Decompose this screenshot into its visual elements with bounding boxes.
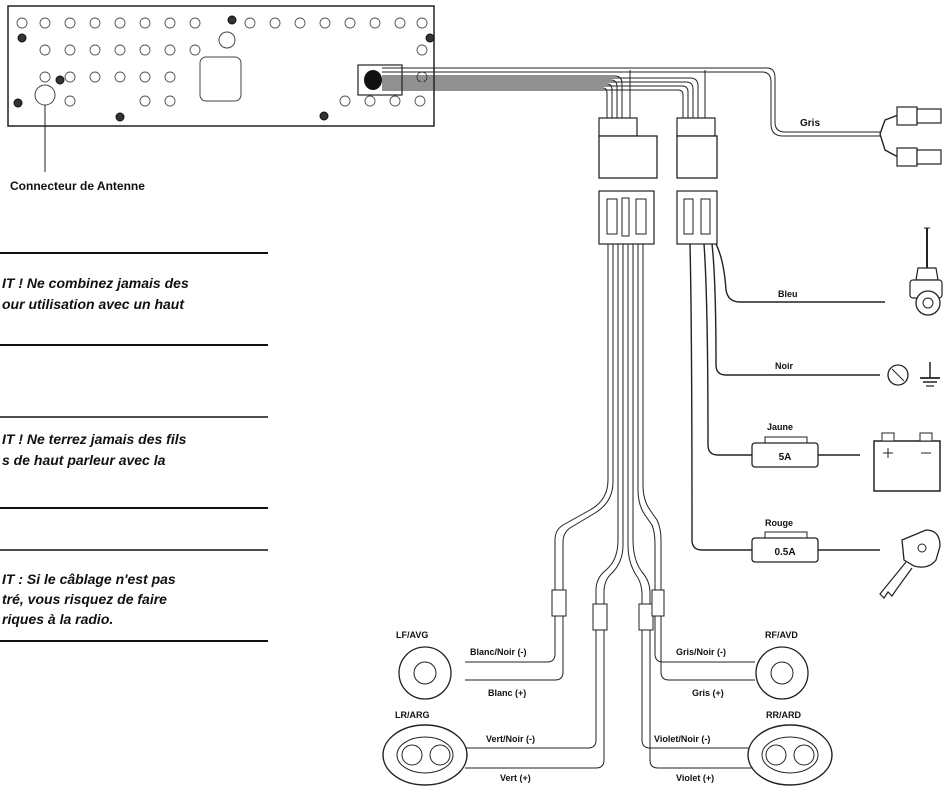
warning-1-line-1: IT ! Ne combinez jamais des [2, 275, 189, 291]
rf-positive-label: Gris (+) [692, 688, 724, 698]
panel-holes [13, 15, 435, 122]
panel-hole [369, 17, 381, 29]
speaker-lf [398, 646, 452, 700]
panel-hole [164, 17, 176, 29]
panel-hole [416, 44, 428, 56]
fuse-0-5a [751, 531, 819, 563]
panel-hole [89, 44, 101, 56]
panel-screw [115, 112, 125, 122]
panel-hole [294, 17, 306, 29]
lr-positive-label: Vert (+) [500, 773, 531, 783]
battery-icon [873, 432, 941, 492]
rr-negative-label: Violet/Noir (-) [654, 734, 710, 744]
panel-screw [227, 15, 237, 25]
gray-wire-label: Gris [800, 118, 820, 129]
fuse-5a [751, 436, 819, 468]
warning-2-line-2: s de haut parleur avec la [2, 452, 166, 468]
warning-1-line-2: our utilisation avec un haut [2, 296, 185, 312]
panel-hole [39, 44, 51, 56]
panel-hole [139, 71, 151, 83]
lr-negative-label: Vert/Noir (-) [486, 734, 535, 744]
speaker-lr-label: LR/ARG [395, 710, 430, 720]
warnings-panel: IT ! Ne combinez jamais des our utilisat… [0, 252, 268, 642]
panel-hole [89, 71, 101, 83]
panel-hole [114, 71, 126, 83]
warning-2-line-1: IT ! Ne terrez jamais des fils [2, 431, 187, 447]
rf-negative-label: Gris/Noir (-) [676, 647, 726, 657]
yellow-wire-label: Jaune [767, 422, 793, 432]
warning-3-line-3: riques à la radio. [2, 611, 113, 627]
panel-hole [244, 17, 256, 29]
panel-hole [64, 71, 76, 83]
panel-screw [319, 111, 329, 121]
red-wire-label: Rouge [765, 518, 793, 528]
warning-3-line-2: tré, vous risquez de faire [2, 591, 167, 607]
connector-left [598, 117, 658, 245]
panel-hole [16, 17, 28, 29]
panel-hole [39, 71, 51, 83]
panel-hole [189, 17, 201, 29]
speaker-rf-label: RF/AVD [765, 630, 798, 640]
rr-positive-label: Violet (+) [676, 773, 714, 783]
panel-hole [414, 95, 426, 107]
panel-hole [339, 95, 351, 107]
panel-screw [17, 33, 27, 43]
speaker-wire-bundle [465, 244, 755, 769]
connector-right [676, 117, 718, 245]
lf-positive-label: Blanc (+) [488, 688, 526, 698]
panel-hole [364, 95, 376, 107]
panel-hole [39, 17, 51, 29]
panel-screw [55, 75, 65, 85]
main-harness [382, 67, 880, 137]
panel-hole [114, 44, 126, 56]
blue-wire-label: Bleu [778, 289, 798, 299]
panel-screw [425, 33, 435, 43]
fuse-5a-rating: 5A [779, 452, 792, 463]
panel-screw [13, 98, 23, 108]
head-unit-rear-panel [7, 5, 435, 172]
panel-hole [319, 17, 331, 29]
panel-hole [164, 71, 176, 83]
panel-hole [139, 44, 151, 56]
power-antenna-icon [909, 227, 943, 316]
rca-outputs [879, 106, 942, 167]
speaker-rr [747, 724, 833, 786]
panel-hole [269, 17, 281, 29]
ignition-key-icon [879, 529, 941, 599]
speaker-rr-label: RR/ARD [766, 710, 801, 720]
ground-icon [887, 362, 940, 387]
panel-hole [164, 44, 176, 56]
panel-hole [344, 17, 356, 29]
fuse-0-5a-rating: 0.5A [774, 547, 795, 558]
panel-hole [189, 44, 201, 56]
speaker-rf [755, 646, 809, 700]
panel-hole [139, 17, 151, 29]
speaker-lf-label: LF/AVG [396, 630, 428, 640]
panel-hole [64, 17, 76, 29]
black-wire-label: Noir [775, 361, 793, 371]
power-wires [689, 243, 885, 551]
panel-hole [139, 95, 151, 107]
panel-hole [114, 17, 126, 29]
speaker-lr [382, 724, 468, 786]
antenna-socket [34, 84, 56, 106]
panel-hole [64, 44, 76, 56]
panel-hole [89, 17, 101, 29]
panel-hole [64, 95, 76, 107]
panel-hole [389, 95, 401, 107]
panel-hole [416, 17, 428, 29]
panel-hole [164, 95, 176, 107]
antenna-connector-label: Connecteur de Antenne [10, 179, 145, 193]
warning-3-line-1: IT : Si le câblage n'est pas [2, 571, 176, 587]
lf-negative-label: Blanc/Noir (-) [470, 647, 527, 657]
panel-hole [394, 17, 406, 29]
